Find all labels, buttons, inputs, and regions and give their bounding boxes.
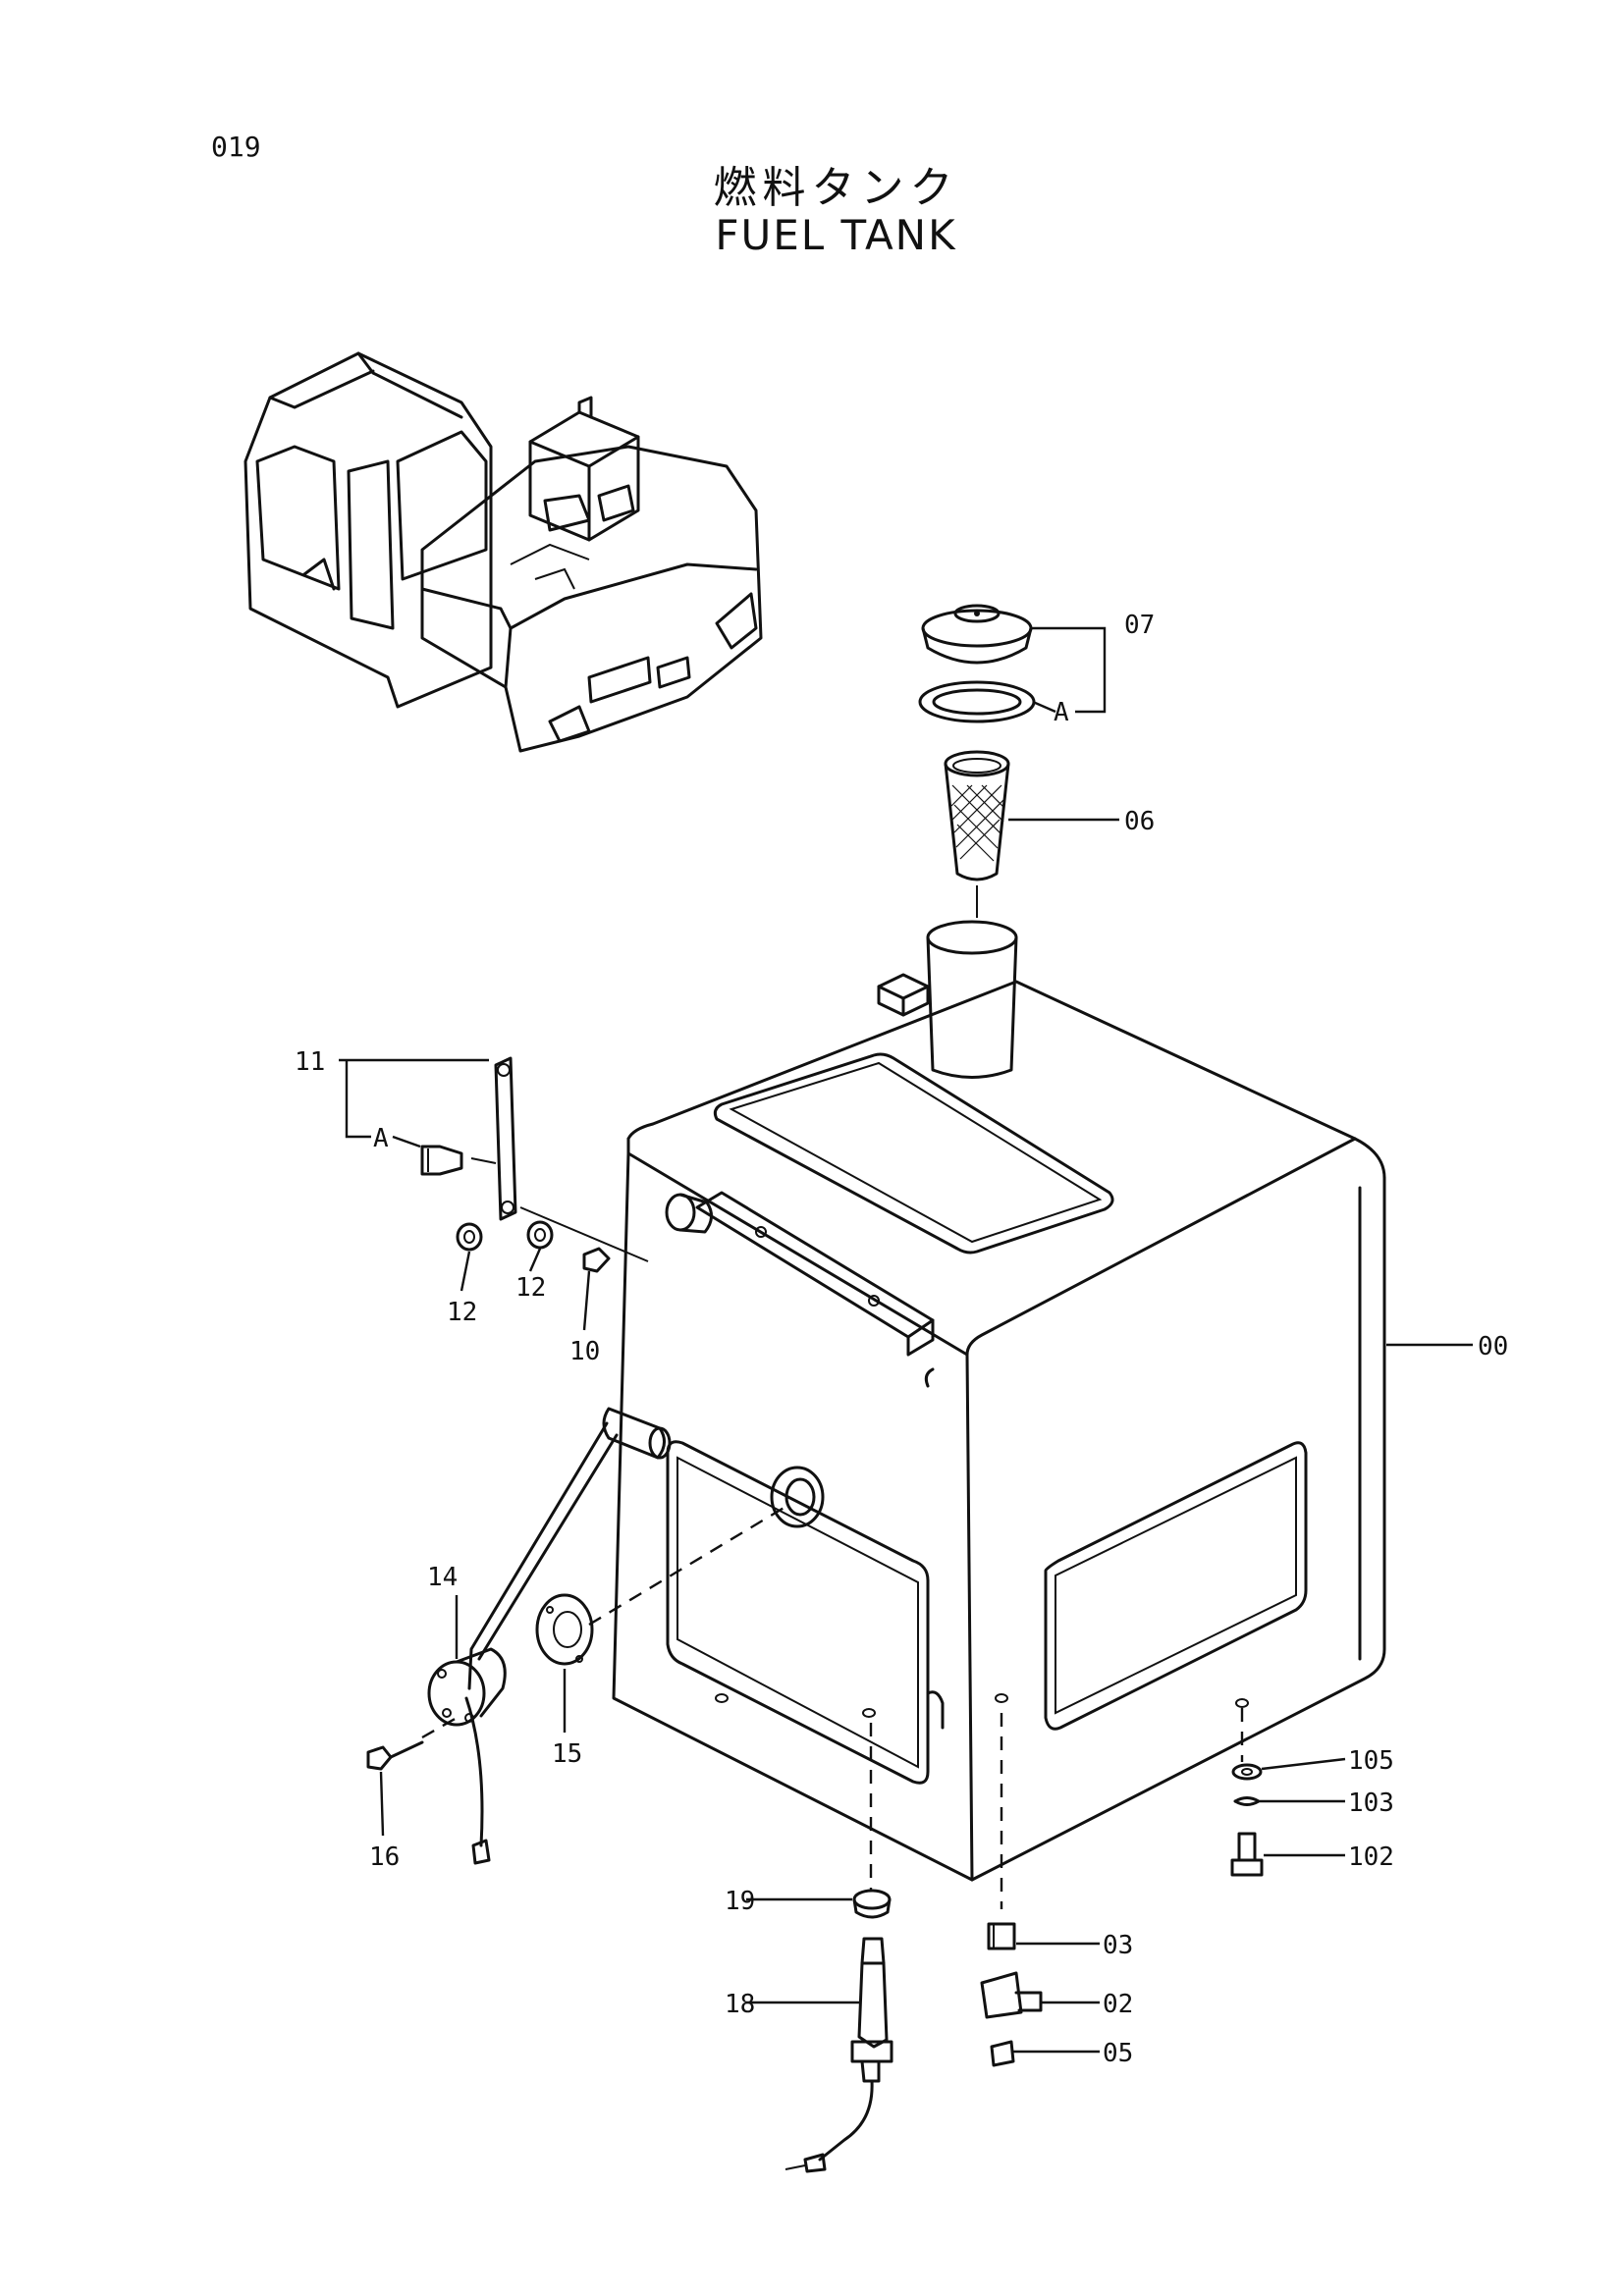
callout-ref-a-top: A bbox=[1054, 698, 1069, 727]
callout-105: 105 bbox=[1348, 1746, 1394, 1776]
callout-103: 103 bbox=[1348, 1789, 1394, 1818]
callout-12-first: 12 bbox=[447, 1298, 477, 1327]
drain-cock-assembly bbox=[980, 1713, 1043, 2067]
title-english: FUEL TANK bbox=[715, 211, 957, 259]
sensor-assembly bbox=[784, 1723, 893, 2173]
callout-15: 15 bbox=[552, 1739, 582, 1769]
excavator-locator-view bbox=[243, 351, 763, 753]
callout-06: 06 bbox=[1124, 807, 1155, 836]
page-number: 019 bbox=[211, 131, 261, 163]
callout-102: 102 bbox=[1348, 1842, 1394, 1872]
callout-05: 05 bbox=[1103, 2039, 1133, 2068]
callout-07: 07 bbox=[1124, 611, 1155, 640]
callout-14: 14 bbox=[427, 1563, 458, 1592]
mounting-hardware bbox=[1230, 1708, 1264, 1877]
callout-labels: 07 A 06 00 11 A 12 12 10 14 15 16 105 10… bbox=[295, 611, 1508, 2068]
fuel-level-gauge bbox=[366, 1407, 786, 1865]
callout-10: 10 bbox=[569, 1337, 600, 1366]
fuel-tank-body bbox=[612, 920, 1386, 1882]
leader-lines bbox=[379, 626, 1473, 2054]
cap-gasket bbox=[918, 680, 1036, 723]
callout-18: 18 bbox=[725, 1990, 755, 2019]
strainer bbox=[944, 750, 1010, 918]
callout-12-second: 12 bbox=[515, 1273, 546, 1303]
title-japanese: 燃料タンク bbox=[713, 163, 959, 213]
callout-16: 16 bbox=[369, 1842, 400, 1872]
callout-03: 03 bbox=[1103, 1931, 1133, 1960]
drain-pipe-bracket bbox=[339, 1056, 649, 1273]
callout-11: 11 bbox=[295, 1047, 325, 1077]
callout-00: 00 bbox=[1478, 1332, 1508, 1362]
filler-cap bbox=[921, 604, 1033, 665]
callout-19: 19 bbox=[725, 1887, 755, 1916]
callout-02: 02 bbox=[1103, 1990, 1133, 2019]
callout-ref-a-left: A bbox=[373, 1124, 389, 1153]
